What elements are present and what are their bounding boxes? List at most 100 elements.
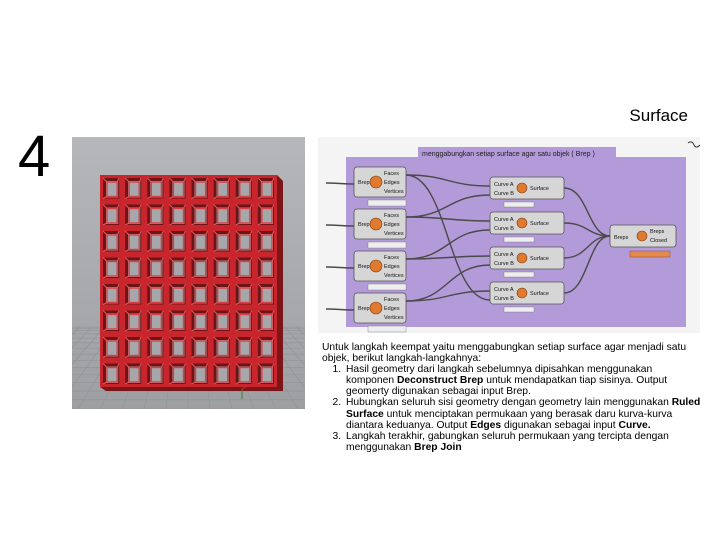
- svg-text:Curve B: Curve B: [494, 296, 514, 302]
- rhino-viewport-render: [72, 137, 305, 409]
- step-item: Langkah terakhir, gabungkan seluruh perm…: [344, 431, 702, 453]
- deconstruct-brep-icon: [369, 217, 383, 231]
- instruction-text: Untuk langkah keempat yaitu menggabungka…: [322, 342, 702, 453]
- svg-text:Surface: Surface: [530, 256, 549, 262]
- steps-list: Hasil geometry dari langkah sebelumnya d…: [322, 364, 702, 453]
- wall-cell: [124, 177, 142, 199]
- canvas-group-label: menggabungkan setiap surface agar satu o…: [422, 151, 595, 158]
- wall-cell: [213, 283, 231, 305]
- wall-cell: [169, 230, 186, 252]
- wall-cell: [146, 310, 164, 332]
- svg-text:Edges: Edges: [384, 306, 400, 312]
- wall-cell: [124, 230, 142, 252]
- wall-cell: [146, 230, 164, 252]
- wall-cell: [124, 257, 142, 279]
- wall-cell: [191, 230, 209, 252]
- svg-text:Breps: Breps: [650, 229, 665, 235]
- wall-cell: [146, 363, 164, 385]
- wall-cell: [191, 283, 209, 305]
- svg-text:Curve A: Curve A: [494, 217, 514, 223]
- svg-text:Curve A: Curve A: [494, 182, 514, 188]
- svg-text:Faces: Faces: [384, 297, 399, 303]
- wall-cell: [213, 204, 231, 226]
- wall-cell: [235, 230, 253, 252]
- wall-cell: [235, 310, 253, 332]
- wall-cell: [102, 177, 120, 199]
- wall-cell: [257, 363, 275, 385]
- svg-text:Edges: Edges: [384, 180, 400, 186]
- wall-cell: [102, 363, 120, 385]
- wall-cell: [191, 257, 209, 279]
- ruled-surface-icon: [516, 252, 528, 264]
- wall-cell: [235, 257, 253, 279]
- svg-text:Curve A: Curve A: [494, 287, 514, 293]
- wall-cell: [146, 257, 164, 279]
- wall-cell: [169, 363, 186, 385]
- wall-cell: [191, 310, 209, 332]
- wall-cell: [213, 257, 231, 279]
- wall-cell: [191, 177, 209, 199]
- wall-cell: [257, 336, 275, 358]
- wall-cell: [257, 310, 275, 332]
- ruled-surface-component: Curve A Curve B Surface: [489, 281, 565, 313]
- svg-text:Surface: Surface: [530, 221, 549, 227]
- svg-text:Closed: Closed: [650, 238, 667, 244]
- wall-cell: [124, 283, 142, 305]
- wall-cell: [146, 336, 164, 358]
- svg-text:Brep: Brep: [358, 222, 370, 228]
- wall-cell: [146, 204, 164, 226]
- ruled-surface-component: Curve A Curve B Surface: [489, 211, 565, 243]
- wall-cell: [257, 177, 275, 199]
- svg-text:Curve A: Curve A: [494, 252, 514, 258]
- slide-title: Surface: [629, 106, 688, 125]
- wall-cell: [102, 230, 120, 252]
- intro-paragraph: Untuk langkah keempat yaitu menggabungka…: [322, 342, 687, 365]
- wall-cell: [102, 257, 120, 279]
- deconstruct-brep-icon: [369, 175, 383, 189]
- wall-cell: [213, 310, 231, 332]
- wall-cell: [213, 336, 231, 358]
- squiggle-icon: [687, 141, 700, 148]
- wall-cell: [235, 336, 253, 358]
- svg-text:Vertices: Vertices: [384, 231, 404, 237]
- wall-cell: [257, 283, 275, 305]
- svg-text:Breps: Breps: [614, 235, 629, 241]
- svg-text:Edges: Edges: [384, 222, 400, 228]
- wall-cell: [146, 283, 164, 305]
- wall-cell: [257, 230, 275, 252]
- step-item: Hubungkan seluruh sisi geometry dengan g…: [344, 397, 702, 430]
- wall-cell: [235, 177, 253, 199]
- ruled-surface-icon: [516, 217, 528, 229]
- wall-cell: [257, 257, 275, 279]
- wall-cell: [191, 204, 209, 226]
- svg-text:Faces: Faces: [384, 213, 399, 219]
- svg-text:Curve B: Curve B: [494, 191, 514, 197]
- wall-cell: [124, 204, 142, 226]
- wall-cell: [257, 204, 275, 226]
- wall-cell: [146, 177, 164, 199]
- svg-text:Vertices: Vertices: [384, 273, 404, 279]
- wall-cell: [213, 363, 231, 385]
- grasshopper-canvas: menggabungkan setiap surface agar satu o…: [318, 137, 700, 333]
- svg-text:Surface: Surface: [530, 291, 549, 297]
- wall-cell: [191, 336, 209, 358]
- svg-text:Faces: Faces: [384, 255, 399, 261]
- svg-text:Brep: Brep: [358, 180, 370, 186]
- svg-text:Surface: Surface: [530, 186, 549, 192]
- wall-cell: [102, 336, 120, 358]
- svg-text:Brep: Brep: [358, 264, 370, 270]
- wall-cell: [124, 310, 142, 332]
- svg-text:Curve B: Curve B: [494, 261, 514, 267]
- ruled-surface-icon: [516, 182, 528, 194]
- wall-cell: [235, 204, 253, 226]
- brep-join-icon: [636, 230, 648, 242]
- wall-cell: [213, 230, 231, 252]
- wall-cell: [169, 177, 186, 199]
- wall-cell: [102, 204, 120, 226]
- wall-cell: [124, 363, 142, 385]
- svg-text:Curve B: Curve B: [494, 226, 514, 232]
